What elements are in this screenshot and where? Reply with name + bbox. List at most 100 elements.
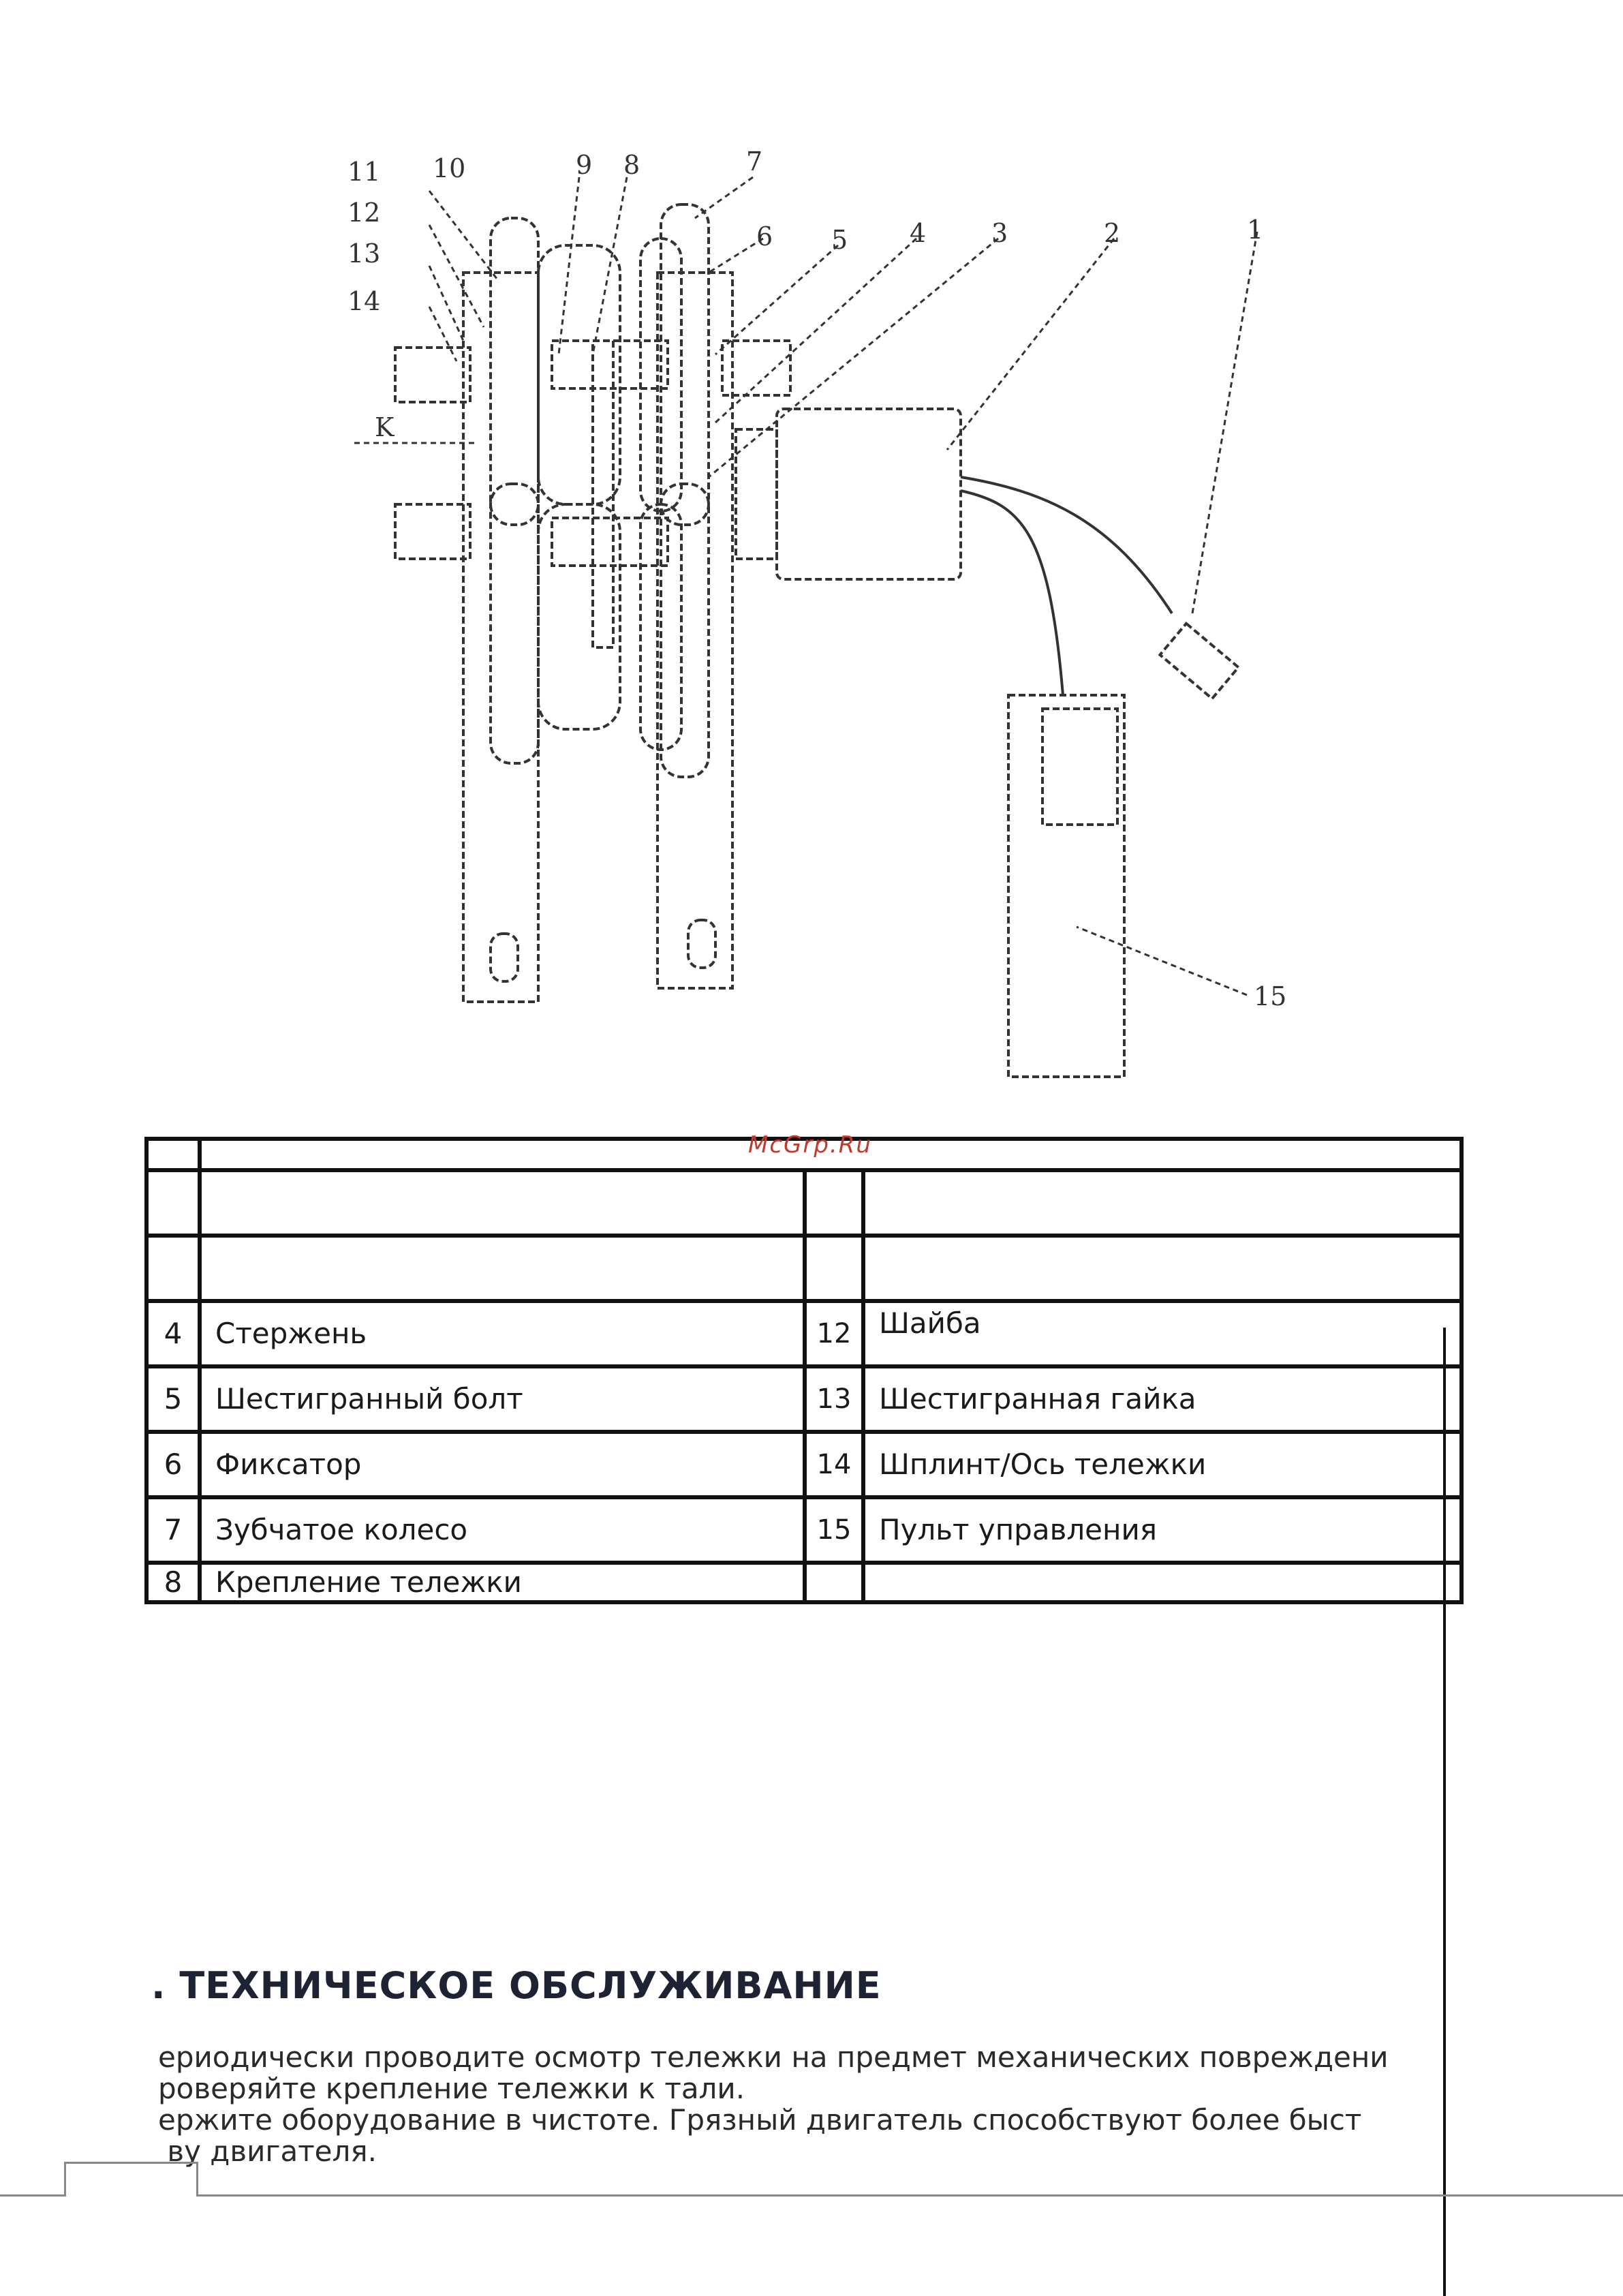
table-row: 8 Крепление тележки: [144, 1561, 1464, 1604]
callout-10: 10: [433, 153, 465, 183]
upper-right-wheel: [660, 203, 710, 526]
body-line-3: ержите оборудование в чистоте. Грязный д…: [158, 2104, 1362, 2136]
table-cell-empty: [803, 1168, 865, 1238]
part-name: Зубчатое колесо: [198, 1495, 807, 1565]
callout-15: 15: [1254, 981, 1286, 1011]
upper-right-wheel-hub: [639, 237, 683, 512]
leader-7: [694, 176, 754, 219]
part-number: 7: [144, 1495, 202, 1565]
pendant-button: [1041, 707, 1119, 826]
part-number: 12: [803, 1299, 865, 1368]
table-row: 5 Шестигранный болт 13 Шестигранная гайк…: [144, 1364, 1464, 1434]
callout-8: 8: [623, 150, 640, 180]
leader-6: [708, 237, 764, 274]
leader-1: [1191, 231, 1258, 614]
callout-2: 2: [1104, 218, 1120, 248]
callout-3: 3: [991, 218, 1008, 248]
motor-flange: [735, 428, 778, 560]
footer-line-left: [0, 2194, 65, 2196]
part-number: 14: [803, 1430, 865, 1499]
part-name: Стержень: [198, 1299, 807, 1368]
table-header-row: [144, 1137, 1464, 1172]
left-plate-hole: [489, 932, 519, 983]
footer-step-right: [196, 2162, 198, 2196]
left-side-plate: [462, 271, 540, 1003]
upper-right-bolt: [721, 339, 792, 397]
lower-left-wheel-hub: [537, 503, 621, 731]
table-row: 6 Фиксатор 14 Шплинт/Ось тележки: [144, 1430, 1464, 1499]
power-plug: [1158, 622, 1241, 701]
trolley-diagram: 1 2 3 4 5 6 7 8 9 10 11 12 13 14 15 K: [327, 136, 1335, 1090]
part-name: Фиксатор: [198, 1430, 807, 1499]
callout-14: 14: [347, 286, 380, 316]
leader-14: [428, 306, 458, 362]
table-row-empty: [144, 1168, 1464, 1238]
callout-11: 11: [347, 157, 380, 187]
footer-tab: [64, 2162, 198, 2164]
leader-9: [557, 177, 581, 355]
table-cell-empty: [144, 1168, 202, 1238]
part-number: 15: [803, 1495, 865, 1565]
callout-4: 4: [910, 218, 926, 248]
lower-left-bolt: [394, 503, 472, 560]
upper-left-wheel: [489, 217, 540, 526]
callout-6: 6: [756, 221, 773, 251]
parts-table: 4 Стержень 12 Шайба 5 Шестигранный болт …: [144, 1137, 1464, 1604]
callout-K: K: [375, 412, 395, 442]
upper-shaft: [551, 339, 669, 390]
motor-body: [775, 408, 962, 581]
lower-right-wheel: [660, 483, 710, 778]
part-number: [803, 1561, 865, 1604]
callout-1: 1: [1247, 215, 1263, 245]
callout-7: 7: [746, 147, 762, 177]
table-row: 4 Стержень 12 Шайба: [144, 1299, 1464, 1368]
body-line-2: роверяйте крепление тележки к тали.: [158, 2073, 745, 2104]
table-cell-empty: [803, 1234, 865, 1303]
lower-shaft: [551, 517, 669, 567]
bracket-rod: [591, 339, 615, 649]
part-name: Пульт управления: [861, 1495, 1464, 1565]
leader-12: [428, 224, 485, 328]
table-cell-empty: [197, 1137, 1464, 1172]
callout-5: 5: [831, 225, 848, 255]
part-name: [861, 1561, 1464, 1604]
leader-2: [946, 238, 1115, 450]
table-row-empty: [144, 1234, 1464, 1303]
right-plate-hole: [687, 919, 717, 969]
right-margin-line: [1443, 1328, 1446, 2296]
part-number: 13: [803, 1364, 865, 1434]
callout-13: 13: [347, 239, 380, 269]
table-cell-empty: [144, 1234, 202, 1303]
leader-8: [591, 177, 628, 355]
lower-right-wheel-hub: [639, 503, 683, 751]
trolley-drawing: 1 2 3 4 5 6 7 8 9 10 11 12 13 14 15 K: [347, 147, 1286, 1078]
footer-step-left: [64, 2162, 66, 2196]
part-number: 4: [144, 1299, 202, 1368]
part-number: 6: [144, 1430, 202, 1499]
upper-left-bolt: [394, 346, 472, 403]
leader-15: [1076, 925, 1248, 996]
footer-line-right: [196, 2194, 1623, 2196]
section-title: . ТЕХНИЧЕСКОЕ ОБСЛУЖИВАНИЕ: [151, 1964, 882, 2007]
callout-9: 9: [576, 150, 592, 180]
table-cell-empty: [198, 1168, 807, 1238]
body-line-4: ву двигателя.: [158, 2136, 377, 2167]
part-name: Шестигранная гайка: [861, 1364, 1464, 1434]
part-name: Шайба: [861, 1299, 1464, 1368]
table-cell-empty: [861, 1234, 1464, 1303]
leader-4: [714, 237, 918, 424]
control-pendant: [1007, 694, 1126, 1078]
part-name: Шплинт/Ось тележки: [861, 1430, 1464, 1499]
part-number: 8: [144, 1561, 202, 1604]
leader-13: [428, 265, 465, 341]
table-row: 7 Зубчатое колесо 15 Пульт управления: [144, 1495, 1464, 1565]
part-name: Крепление тележки: [198, 1561, 807, 1604]
leader-11: [428, 190, 499, 280]
leader-3: [708, 237, 999, 478]
table-cell-empty: [861, 1168, 1464, 1238]
leader-5: [715, 244, 839, 356]
table-cell-empty: [144, 1137, 202, 1172]
table-cell-empty: [198, 1234, 807, 1303]
right-side-plate: [656, 271, 734, 990]
power-cable: [960, 476, 1173, 615]
